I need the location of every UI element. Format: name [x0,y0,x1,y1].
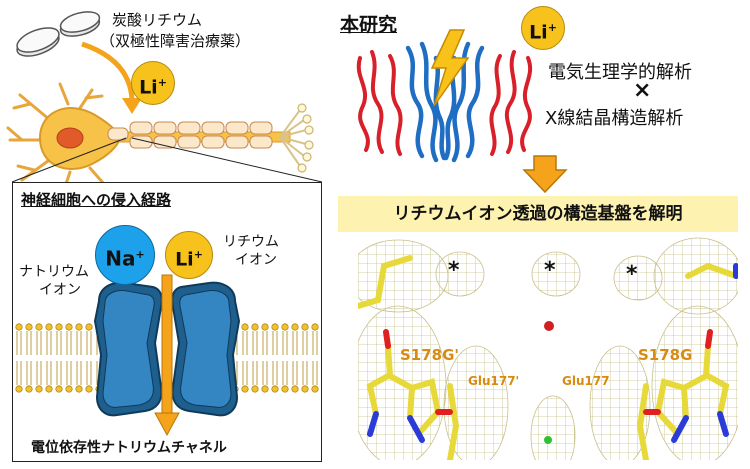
drug-description: （双極性障害治療薬） [100,32,251,50]
channel-label: 電位依存性ナトリウムチャネル [31,440,227,456]
electron-density-map: * * * S178G' S178G Glu177' Glu177 [358,236,738,460]
nucleus [56,127,84,149]
myelin-sheath [107,121,273,149]
terminal-boutons [297,103,314,173]
neuron-illustration [6,11,323,190]
study-title: 本研究 [340,14,398,36]
method-electrophysiology: 電気生理学的解析 [548,62,692,83]
sodium-ion-badge: Na+ [95,225,155,285]
arrow-head [122,98,142,114]
lithium-density [544,436,552,444]
zoom-line [11,137,127,183]
dendrites [6,82,106,190]
lithium-label-line2: イオン [235,252,277,268]
lightning-icon [430,29,470,107]
membrane-channel-illustration [15,274,319,437]
residue-label-glu177-prime: Glu177' [468,374,520,388]
density-mesh [358,237,738,460]
lithium-ion-badge: Li+ [521,6,565,50]
asterisk-1: * [448,258,460,283]
lithium-label-line1: リチウム [223,234,279,250]
sodium-channel-shape [93,281,241,417]
entry-pathway-panel: 神経細胞への侵入経路 Na+ Li+ ナトリウム イオン リチウム イオン 電位… [12,182,322,462]
water-oxygen [544,321,554,331]
axon-terminals [279,109,307,167]
protein-ribbon-red [356,50,533,156]
lithium-ion-badge: Li+ [131,61,175,105]
zoom-line [131,137,323,183]
pill-icon [59,11,101,37]
permeation-arrow [161,274,173,416]
residue-sticks [358,255,738,460]
down-arrow-icon [522,155,568,194]
residue-label-s178g-prime: S178G' [400,346,460,364]
cross-symbol: × [633,78,652,103]
entry-arrow [81,41,135,101]
sodium-label-line2: イオン [39,282,81,298]
sodium-label-line1: ナトリウム [19,264,89,280]
arrow-head [154,412,180,437]
drug-name: 炭酸リチウム [112,11,203,29]
result-banner: リチウムイオン透過の構造基盤を解明 [338,196,738,232]
residue-label-glu177: Glu177 [562,374,610,388]
asterisk-3: * [626,262,638,287]
pill-icon [16,27,60,57]
residue-label-s178g: S178G [638,346,693,364]
pathway-title: 神経細胞への侵入経路 [21,191,172,209]
lithium-ion-badge: Li+ [165,231,213,279]
protein-structure-illustration [356,29,533,163]
method-crystallography: X線結晶構造解析 [545,108,684,129]
asterisk-2: * [544,258,556,283]
